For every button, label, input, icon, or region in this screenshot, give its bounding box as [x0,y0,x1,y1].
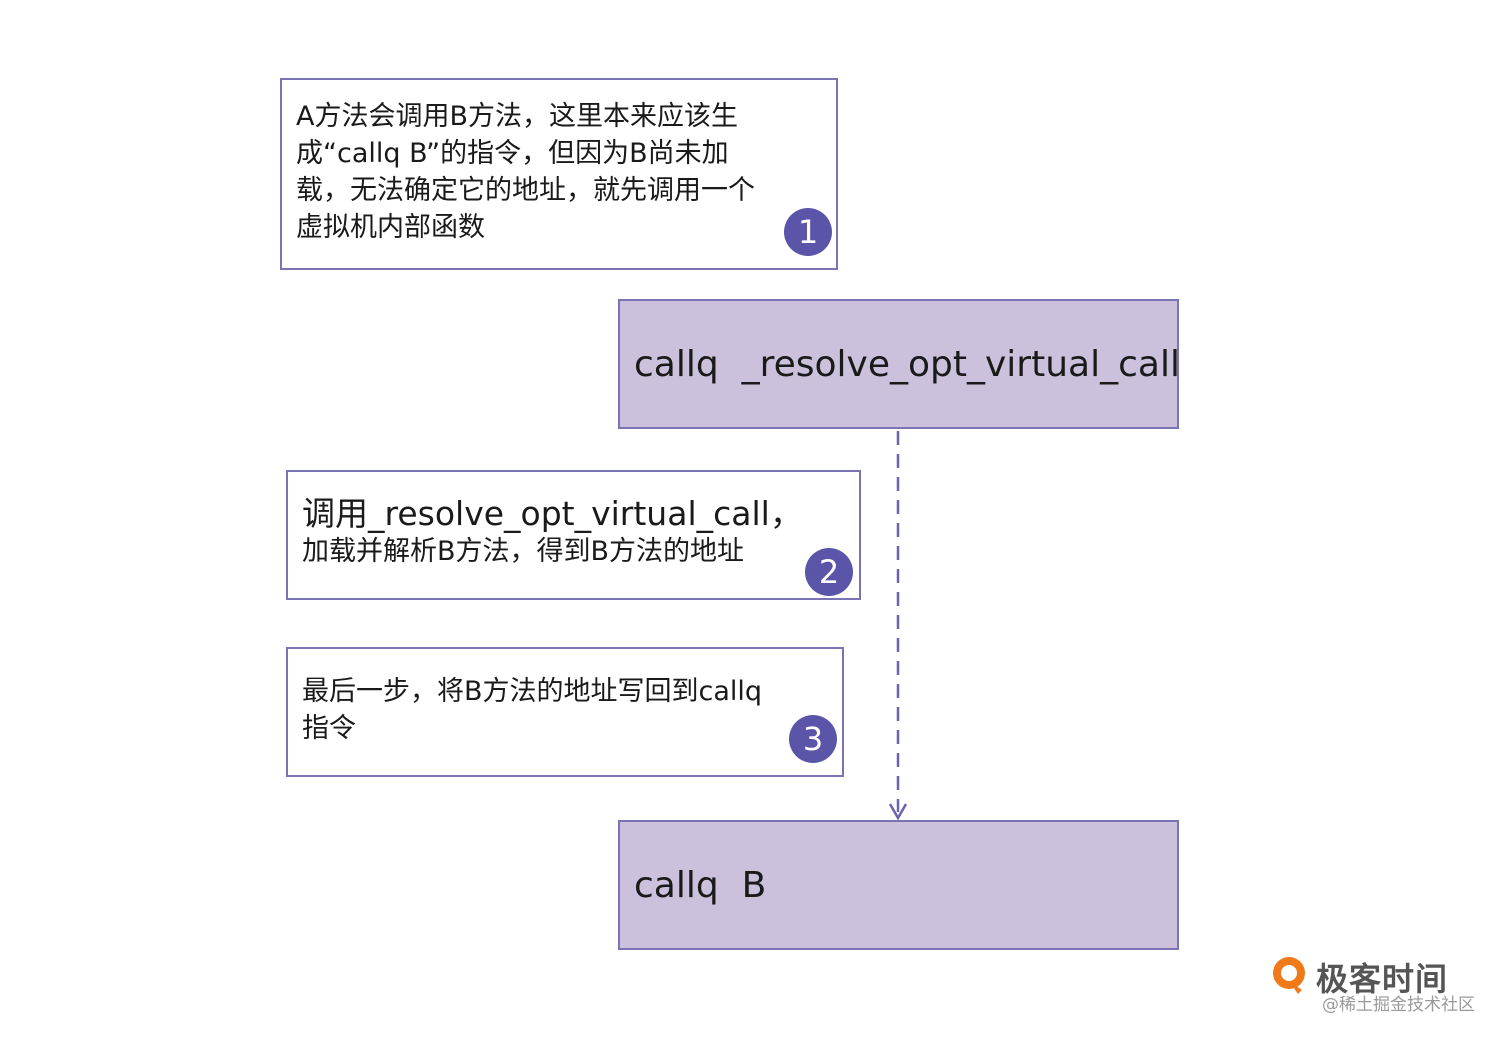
note-1-line-2: 成“callq B”的指令，但因为B尚未加 [296,138,729,169]
geekbang-logo: 极客时间 [1268,952,1504,1016]
step-badge-3: 3 [789,715,837,763]
note-2-line-2: 加载并解析B方法，得到B方法的地址 [302,536,745,567]
note-3-line-1: 最后一步，将B方法的地址写回到callq [302,676,763,707]
code-box-callq-b-text: callq B [634,864,767,906]
note-2-line-1: 调用_resolve_opt_virtual_call， [302,494,803,533]
code-box-resolve-call: callq _resolve_opt_virtual_call [618,299,1180,429]
note-step-2: 调用_resolve_opt_virtual_call， 加载并解析B方法，得到… [286,470,861,600]
note-1-line-4: 虚拟机内部函数 [296,212,485,243]
arrow-head-icon [888,803,908,821]
geekbang-logo-icon [1273,957,1305,994]
step-badge-2: 2 [805,548,853,596]
step-badge-1: 1 [784,208,832,256]
note-step-3: 最后一步，将B方法的地址写回到callq 指令 3 [286,647,844,777]
note-1-line-1: A方法会调用B方法，这里本来应该生 [296,101,738,132]
note-3-line-2: 指令 [302,713,356,744]
note-1-line-3: 载，无法确定它的地址，就先调用一个 [296,175,755,206]
code-box-callq-b: callq B [618,820,1179,950]
watermark-text: @稀土掘金技术社区 [1322,995,1475,1015]
code-box-resolve-call-text: callq _resolve_opt_virtual_call [634,343,1180,385]
note-step-1: A方法会调用B方法，这里本来应该生 成“callq B”的指令，但因为B尚未加 … [280,78,838,270]
logo-text: 极客时间 [1316,960,1449,998]
